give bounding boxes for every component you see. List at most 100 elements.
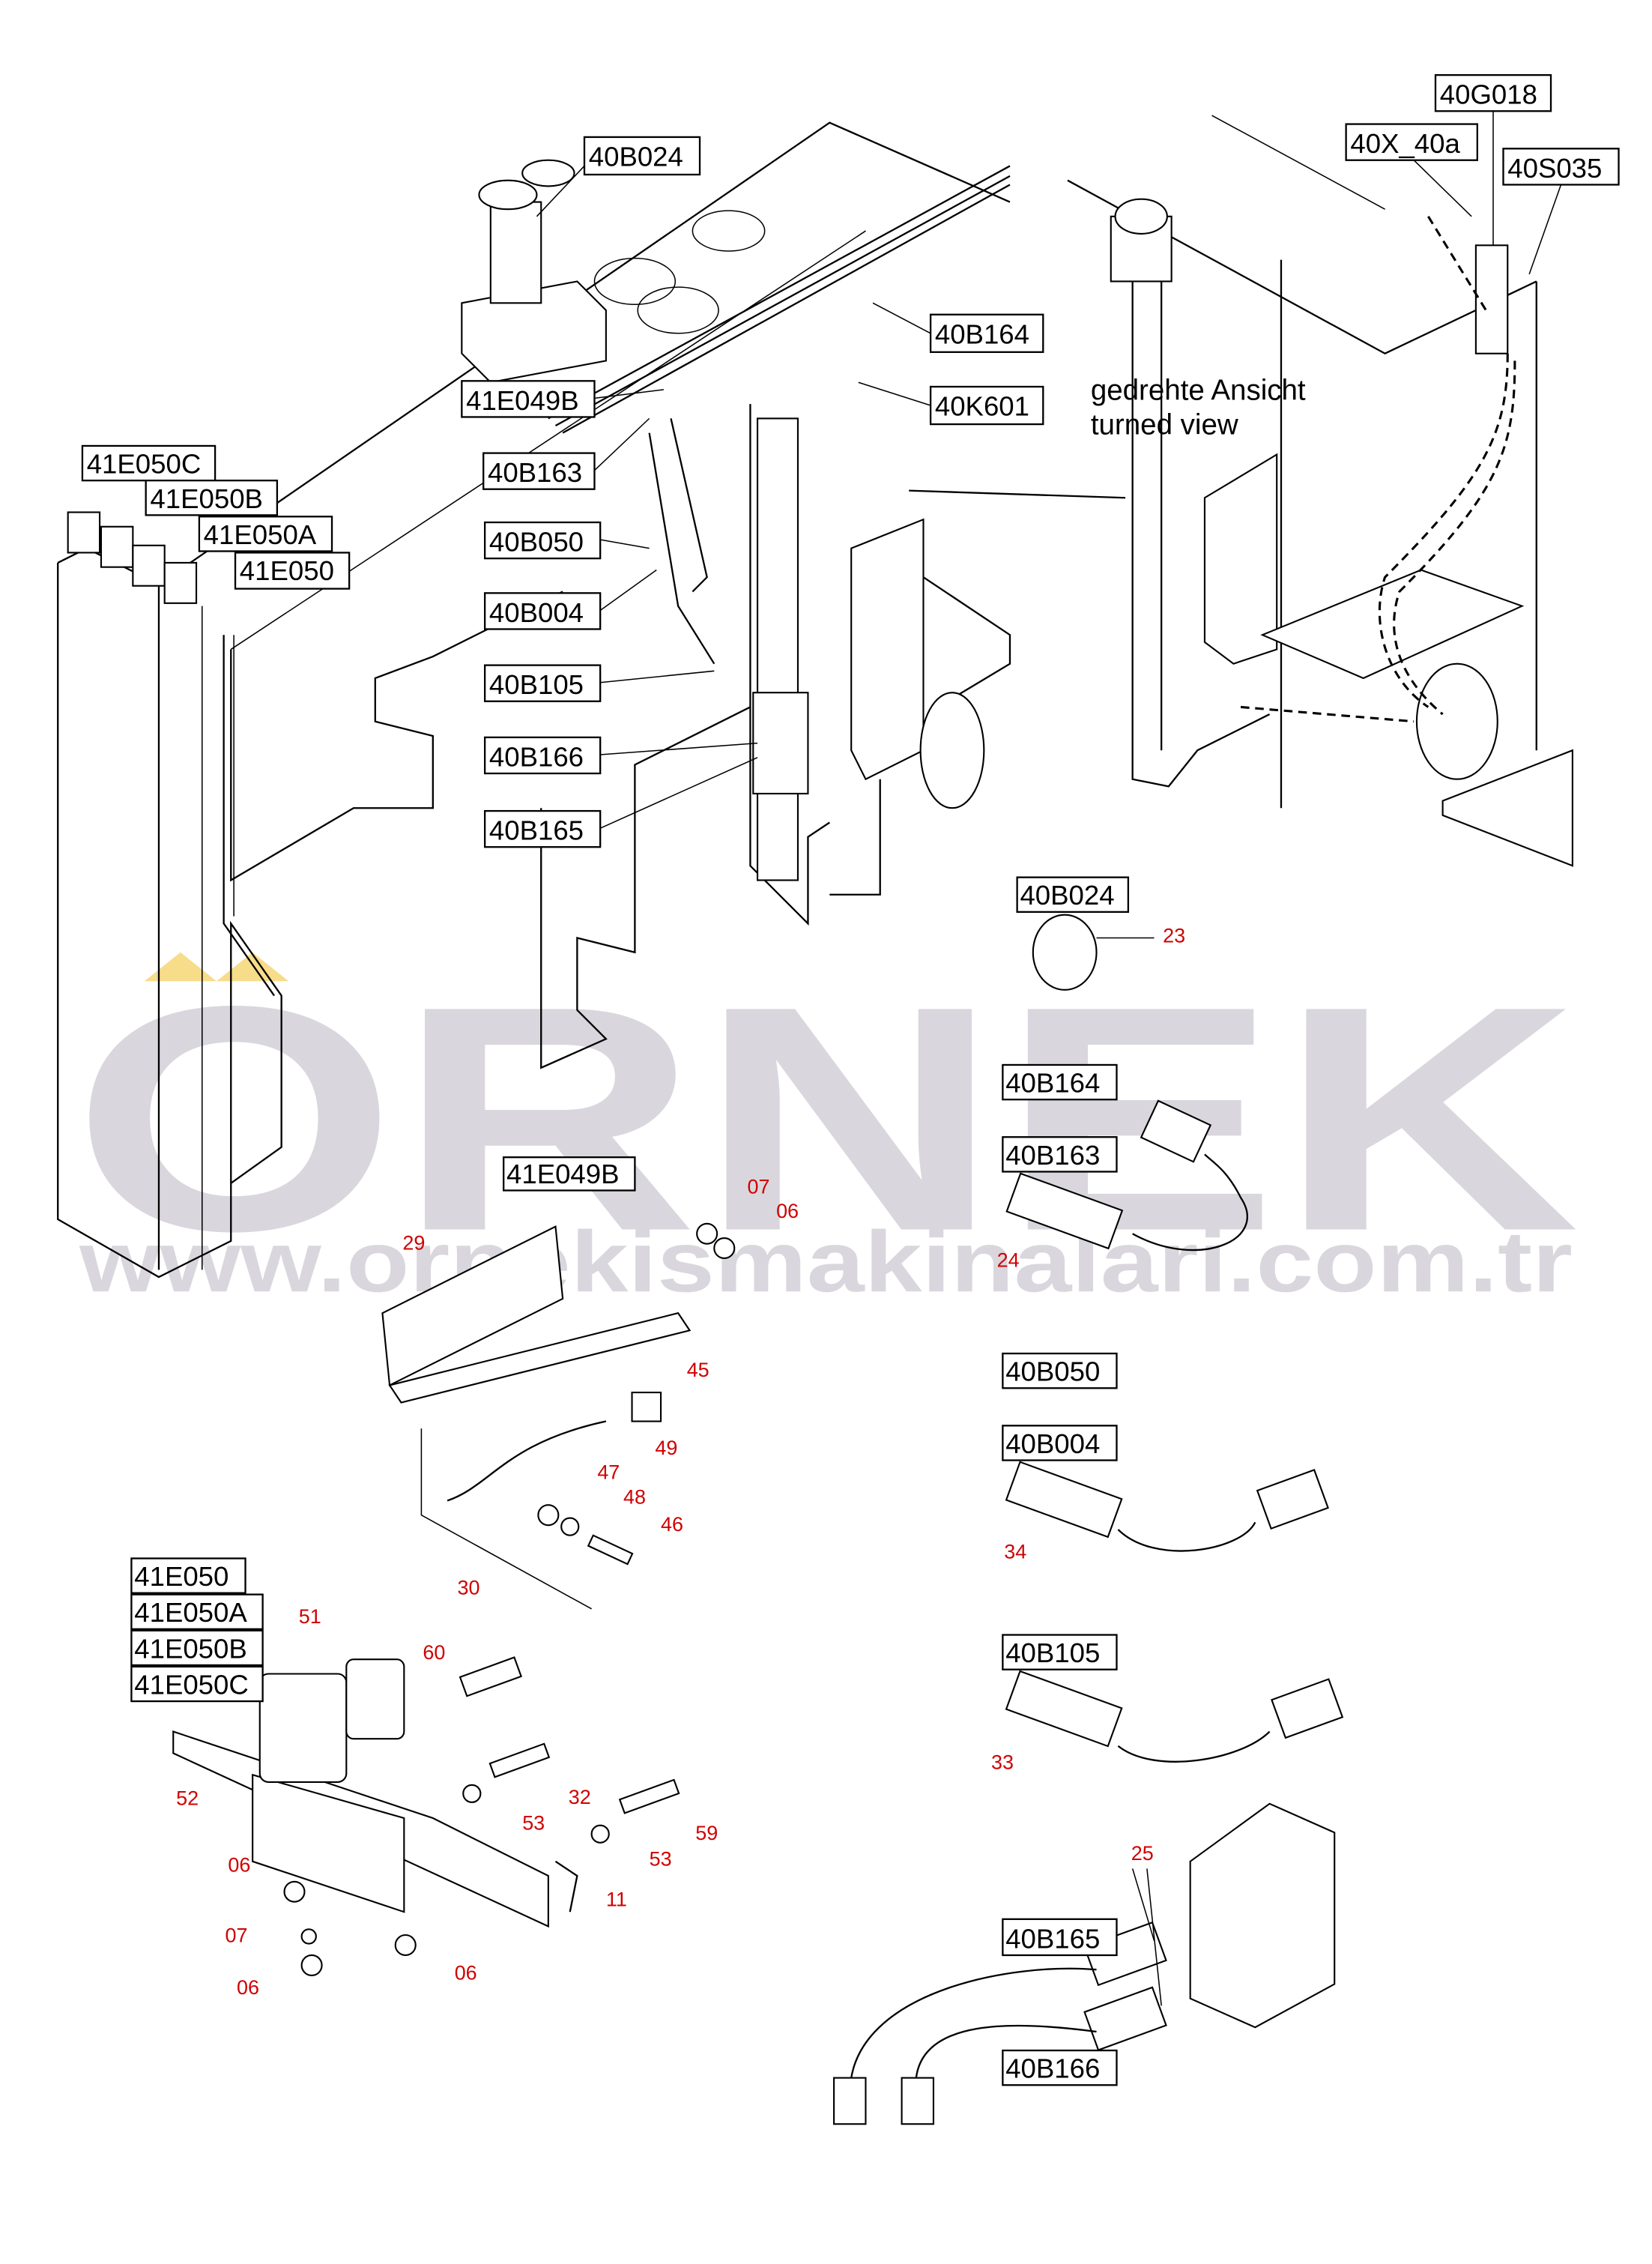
watermark-url: www.ornekismakinalari.com.tr [79,1213,1573,1310]
pressure-sensor-25 [1083,1921,1167,1987]
part-number: 49 [655,1437,677,1459]
part-number: 06 [455,1962,477,1984]
part-number: 59 [695,1822,718,1844]
part-number: 47 [597,1461,620,1484]
label-40B163-detail: 40B163 [1002,1136,1118,1173]
part-number: 60 [423,1641,445,1664]
part-number: 53 [650,1848,672,1871]
sensor-40B024 [1032,914,1098,991]
coupling [1415,662,1498,780]
label-40B165: 40B165 [483,809,602,848]
watermark-accent [217,952,289,982]
part-numbers: 23 07 06 29 24 45 49 47 48 46 30 34 33 5… [176,924,1185,1999]
work-light-51 [258,1673,348,1783]
label-40B165-detail: 40B165 [1002,1918,1118,1957]
part-number: 07 [226,1925,248,1947]
svg-text:40B024: 40B024 [1020,880,1114,911]
connector-49 [631,1391,662,1422]
label-40B004: 40B004 [483,592,602,630]
svg-text:40B165: 40B165 [489,815,584,846]
pressure-switch [1474,244,1509,354]
filter-housing [489,201,542,304]
part-number: 06 [237,1976,259,1999]
part-number: 32 [569,1786,591,1808]
part-number: 25 [1131,1842,1154,1865]
svg-text:40S035: 40S035 [1507,153,1602,184]
label-41E050-detail: 41E050 [130,1557,246,1594]
turned-view-drawing [909,115,1573,867]
machine-assembly-drawing [57,121,1011,1279]
valve-block-detail [1189,1802,1336,2029]
watermark: ORNEK www.ornekismakinalari.com.tr [72,939,1579,1310]
connector [1271,1678,1344,1739]
filter-cap [521,159,575,187]
svg-text:41E050A: 41E050A [134,1597,247,1628]
label-40B164-detail: 40B164 [1002,1063,1118,1101]
bracket-29 [381,1225,564,1387]
pump-flange [919,692,985,809]
hydraulic-pipe [756,417,799,881]
label-41E049B: 41E049B [461,380,596,418]
valve-block [850,518,925,781]
part-number: 53 [522,1811,545,1834]
svg-text:40B164: 40B164 [935,319,1029,349]
detail-parts [172,914,1344,2125]
pressure-sensor-33 [1005,1670,1123,1748]
label-41E050B-detail: 41E050B [130,1629,264,1667]
label-40B004-detail: 40B004 [1002,1425,1118,1461]
pipe-flange [752,692,809,795]
part-number: 33 [991,1751,1014,1774]
pressure-sensor-25 [1083,1986,1167,2051]
label-41E050A: 41E050A [198,516,333,552]
watermark-accent [144,952,217,982]
label-40S035: 40S035 [1502,148,1620,186]
part-number: 07 [748,1175,770,1198]
label-40K601: 40K601 [929,385,1044,426]
svg-text:40B004: 40B004 [489,597,584,628]
pressure-sensor-34 [1005,1461,1123,1539]
svg-text:40B050: 40B050 [1005,1356,1100,1387]
part-number: 51 [299,1605,321,1628]
svg-text:41E050B: 41E050B [134,1633,247,1664]
connector [1256,1469,1329,1530]
part-number: 34 [1004,1540,1026,1563]
svg-text:40B166: 40B166 [1005,2053,1100,2084]
connector [833,2077,867,2125]
label-40G018: 40G018 [1434,73,1552,112]
label-40B024: 40B024 [583,136,701,176]
cover-plate [1203,453,1278,665]
filter-cap [478,179,538,211]
label-41E050: 41E050 [234,552,351,590]
svg-text:40B164: 40B164 [1005,1068,1100,1099]
svg-text:40B105: 40B105 [1005,1637,1100,1668]
label-41E050C: 41E050C [81,444,217,482]
label-41E050C-detail: 41E050C [130,1665,264,1703]
strip-45 [388,1311,692,1404]
label-41E050B: 41E050B [145,480,279,516]
label-40B105: 40B105 [483,664,602,702]
svg-text:40B163: 40B163 [488,457,582,488]
label-41E050A-detail: 41E050A [130,1593,264,1630]
watermark-brand: ORNEK [72,939,1579,1297]
svg-text:40B163: 40B163 [1005,1140,1100,1171]
label-40B050-detail: 40B050 [1002,1352,1118,1389]
view-arrow [909,489,1126,499]
label-40B166: 40B166 [483,736,602,775]
label-40B105-detail: 40B105 [1002,1634,1118,1670]
bulb-60 [459,1656,522,1697]
connector [1140,1099,1212,1163]
svg-text:41E050C: 41E050C [87,449,202,480]
perforated-plate [1260,569,1525,680]
svg-text:41E050: 41E050 [240,555,334,586]
label-40B164: 40B164 [929,313,1044,353]
turned-view-caption-en: turned view [1091,409,1238,441]
label-41E049B-detail: 41E049B [503,1156,636,1192]
label-40B166-detail: 40B166 [1002,2049,1118,2086]
connector [901,2077,935,2125]
part-number: 46 [661,1513,683,1536]
svg-text:40B105: 40B105 [489,669,584,700]
tank [461,280,607,384]
part-number: 24 [997,1249,1020,1272]
svg-text:41E050C: 41E050C [134,1669,249,1700]
